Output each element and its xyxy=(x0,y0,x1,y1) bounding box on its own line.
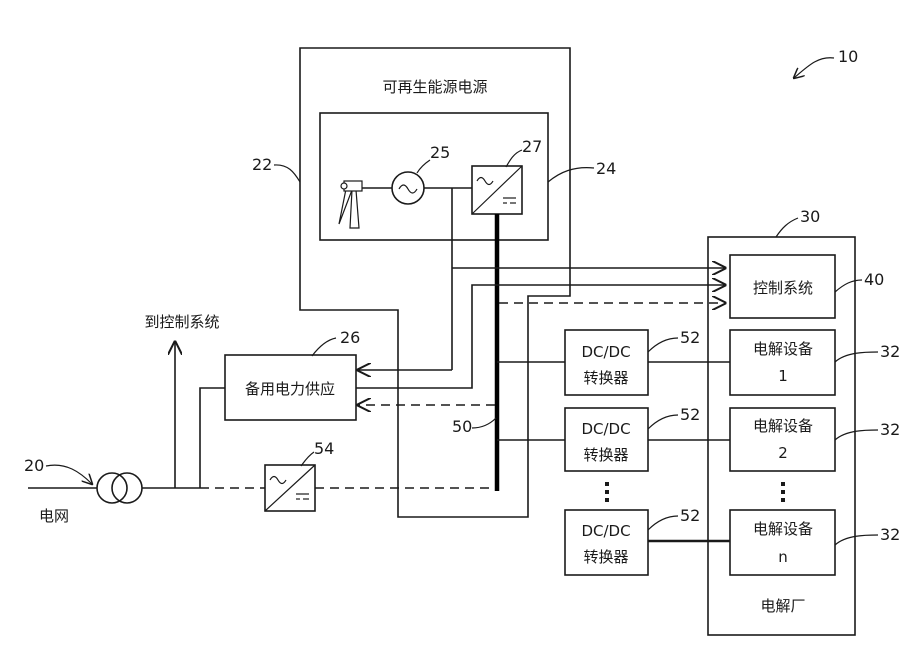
dcdc-1-line1: DC/DC xyxy=(581,343,630,361)
generation-unit-ref: 24 xyxy=(596,159,616,178)
electrolysis-unit-1-ref: 32 xyxy=(880,342,900,361)
electrolysis-unit-n-ref: 32 xyxy=(880,525,900,544)
grid-converter-ref: 54 xyxy=(314,439,334,458)
electrolysis-unit-2-index: 2 xyxy=(778,444,788,462)
dcdc-3-line2: 转换器 xyxy=(583,548,628,566)
renewable-source-title: 可再生能源电源 xyxy=(382,78,487,96)
dcdc-2-leader xyxy=(648,415,678,429)
renewable-source-ref: 22 xyxy=(252,155,272,174)
ac-dc-converter-icon xyxy=(472,166,522,214)
dcdc-1-line2: 转换器 xyxy=(583,369,628,387)
electrolysis-plant-label: 电解厂 xyxy=(760,597,805,615)
dcdc-2-ref: 52 xyxy=(680,405,700,424)
generator-leader xyxy=(417,160,430,173)
dcdc-1-ref: 52 xyxy=(680,328,700,347)
grid-to-backup-line xyxy=(200,388,225,488)
dcdc-2-line2: 转换器 xyxy=(583,446,628,464)
backup-power-ref: 26 xyxy=(340,328,360,347)
renewable-source-box xyxy=(300,48,570,517)
electrolysis-unit-1-index: 1 xyxy=(778,367,788,385)
renewable-source-leader xyxy=(274,165,300,182)
transformer-icon xyxy=(97,473,142,503)
dcdc-3-ref: 52 xyxy=(680,506,700,525)
figure-number: 10 xyxy=(838,47,858,66)
electrolysis-unit-n-leader xyxy=(835,535,878,545)
electrolysis-unit-1-label: 电解设备 xyxy=(753,340,813,358)
backup-power-leader xyxy=(312,338,336,356)
grid-ref-arrow xyxy=(46,465,92,484)
dcdc-2-line1: DC/DC xyxy=(581,420,630,438)
electrolysis-ellipsis xyxy=(781,482,785,502)
dcdc-ellipsis xyxy=(605,482,609,502)
dcdc-3-line1: DC/DC xyxy=(581,522,630,540)
grid-converter-leader xyxy=(301,452,314,466)
dcdc-3-leader xyxy=(648,516,678,530)
control-system-ref: 40 xyxy=(864,270,884,289)
electrolysis-unit-2-leader xyxy=(835,430,878,440)
electrolysis-unit-n-label: 电解设备 xyxy=(753,520,813,538)
grid-ref: 20 xyxy=(24,456,44,475)
backup-power-label: 备用电力供应 xyxy=(245,380,335,398)
control-system-leader xyxy=(835,280,862,292)
grid-label: 电网 xyxy=(39,507,69,525)
to-control-system-label: 到控制系统 xyxy=(144,313,219,331)
converter-leader xyxy=(506,150,522,167)
control-system-label: 控制系统 xyxy=(753,279,813,297)
electrolysis-unit-2-ref: 32 xyxy=(880,420,900,439)
dc-bus-leader xyxy=(472,418,496,428)
generation-unit-leader xyxy=(548,168,594,182)
dcdc-1-leader xyxy=(648,338,678,352)
backup-to-control-line xyxy=(356,285,725,388)
electrolysis-plant-leader xyxy=(776,218,798,237)
electrolysis-unit-2-label: 电解设备 xyxy=(753,417,813,435)
figure-number-arrow xyxy=(794,58,834,78)
electrolysis-plant-ref: 30 xyxy=(800,207,820,226)
electrolysis-unit-n-index: n xyxy=(778,548,788,566)
wind-turbine-icon xyxy=(339,126,362,228)
grid-converter-icon xyxy=(265,465,315,511)
generator-icon xyxy=(392,172,424,204)
converter-ref: 27 xyxy=(522,137,542,156)
generator-ref: 25 xyxy=(430,143,450,162)
electrolysis-unit-1-leader xyxy=(835,352,878,362)
dc-bus-ref: 50 xyxy=(452,417,472,436)
